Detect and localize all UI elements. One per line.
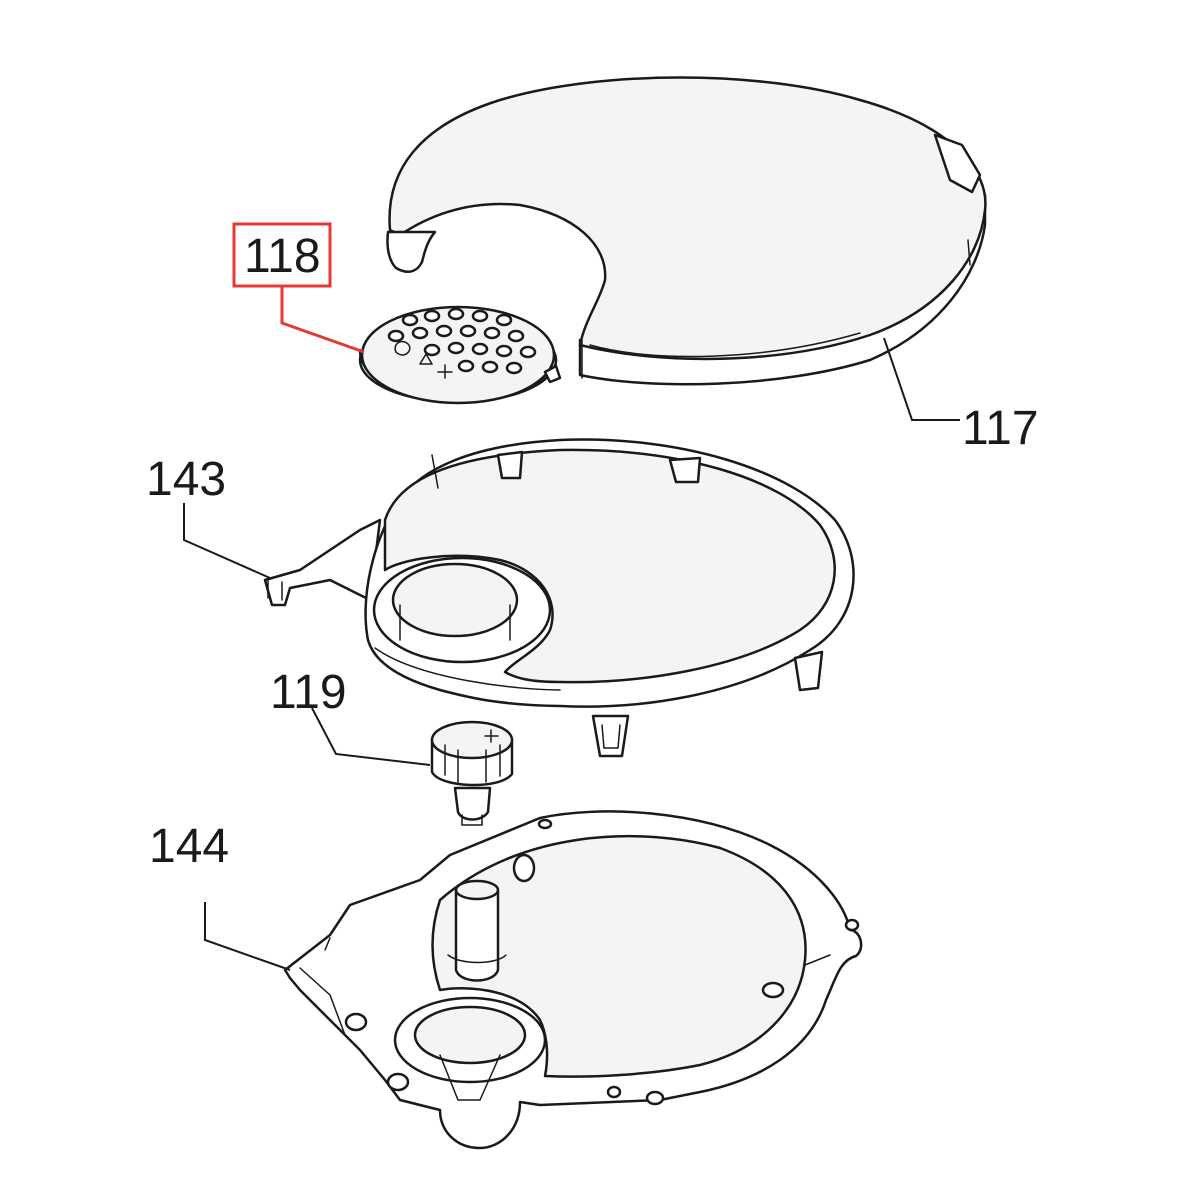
callout-117: 117 [883,337,1039,455]
label-117: 117 [962,402,1039,455]
strainer-symbols [394,340,453,379]
part-143-housing[interactable] [263,438,855,758]
part-119-knob[interactable] [430,720,514,826]
label-119: 119 [270,666,347,719]
callout-143: 143 [146,453,271,579]
label-144: 144 [149,820,229,873]
highlight-box-118 [232,222,332,288]
callout-119: 119 [270,666,431,766]
label-118: 118 [244,230,321,283]
callout-118: 118 [232,222,365,354]
callout-144: 144 [149,820,291,971]
label-143: 143 [146,453,226,506]
part-118-strainer[interactable] [358,305,562,405]
part-117-lid[interactable] [386,76,987,386]
part-144-base[interactable] [283,810,863,1150]
strainer-holes [387,307,537,375]
